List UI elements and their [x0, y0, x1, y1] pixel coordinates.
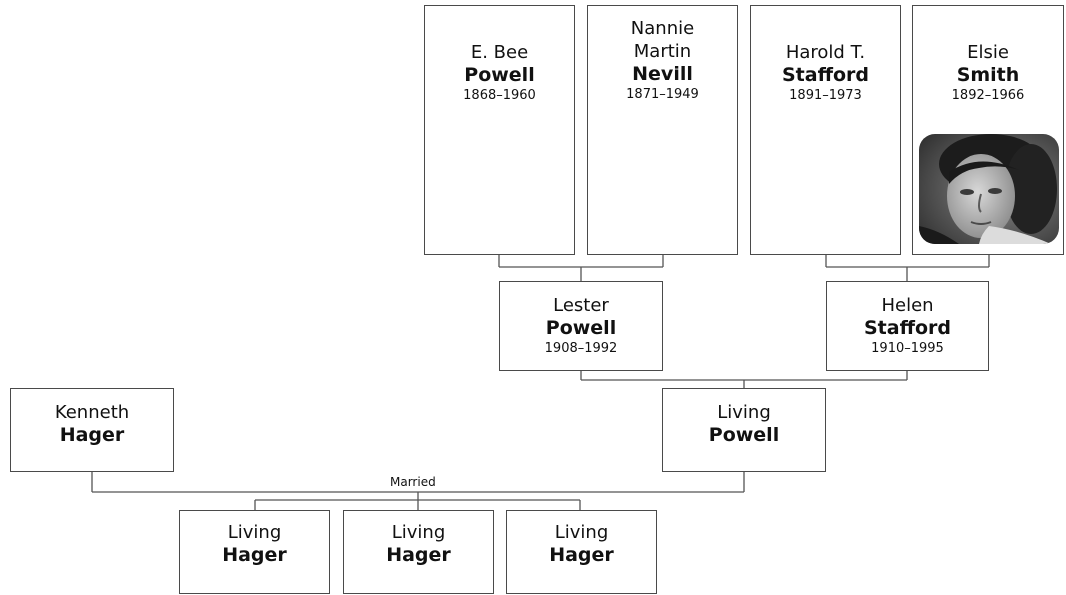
portrait-image: [919, 134, 1059, 244]
person-box-ebee-powell[interactable]: E. Bee Powell 1868–1960: [424, 5, 575, 255]
person-given-name: Living: [391, 522, 446, 543]
person-dates: 1910–1995: [871, 341, 944, 356]
person-box-harold-stafford[interactable]: Harold T. Stafford 1891–1973: [750, 5, 901, 255]
person-given-name: Lester: [553, 295, 609, 316]
person-surname: Hager: [549, 544, 614, 566]
person-surname: Hager: [222, 544, 287, 566]
person-given-name: E. Bee: [470, 42, 529, 63]
person-surname: Stafford: [863, 317, 951, 339]
person-box-child-3[interactable]: Living Hager: [506, 510, 657, 594]
person-surname: Nevill: [632, 63, 693, 85]
person-box-child-2[interactable]: Living Hager: [343, 510, 494, 594]
person-given-name: Helen: [881, 295, 934, 316]
person-given-name: Elsie: [967, 42, 1009, 63]
person-surname: Hager: [59, 424, 125, 446]
person-box-lester-powell[interactable]: Lester Powell 1908–1992: [499, 281, 663, 371]
person-box-elsie-smith[interactable]: Elsie Smith 1892–1966: [912, 5, 1064, 255]
person-given-name: Nannie Martin: [630, 18, 695, 62]
person-given-name: Harold T.: [785, 42, 866, 63]
person-surname: Stafford: [781, 64, 869, 86]
person-dates: 1891–1973: [789, 88, 862, 103]
person-surname: Powell: [545, 317, 617, 339]
person-box-nannie-nevill[interactable]: Nannie Martin Nevill 1871–1949: [587, 5, 738, 255]
person-surname: Smith: [956, 64, 1020, 86]
person-dates: 1868–1960: [463, 88, 536, 103]
person-surname: Hager: [386, 544, 451, 566]
married-label: Married: [390, 475, 436, 489]
person-given-name: Living: [717, 402, 771, 423]
portrait-photo: [919, 134, 1059, 244]
person-box-child-1[interactable]: Living Hager: [179, 510, 330, 594]
person-given-name: Living: [227, 522, 282, 543]
person-dates: 1871–1949: [626, 87, 699, 102]
person-box-living-powell[interactable]: Living Powell: [662, 388, 826, 472]
person-box-helen-stafford[interactable]: Helen Stafford 1910–1995: [826, 281, 989, 371]
person-dates: 1892–1966: [951, 88, 1025, 103]
person-given-name: Living: [554, 522, 609, 543]
person-surname: Powell: [708, 424, 780, 446]
person-given-name: Kenneth: [54, 402, 130, 423]
person-dates: 1908–1992: [544, 341, 618, 356]
person-box-kenneth-hager[interactable]: Kenneth Hager: [10, 388, 174, 472]
person-surname: Powell: [464, 64, 535, 86]
